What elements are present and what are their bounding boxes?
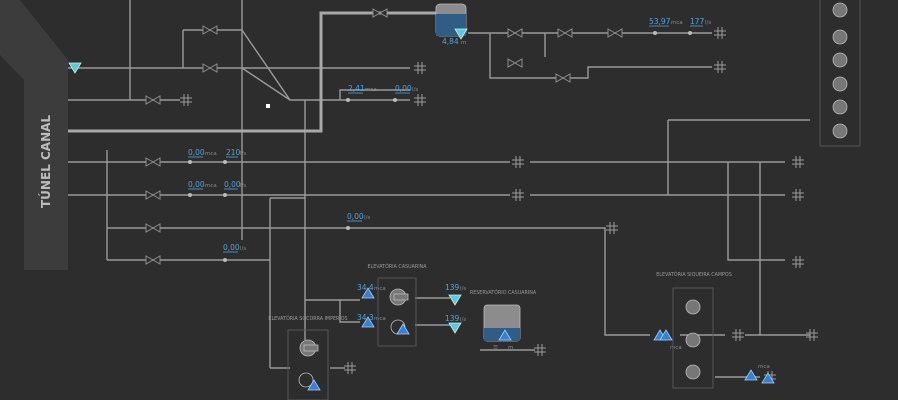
tunnel-level-icon (68, 62, 82, 74)
station-siqueira: ELEVATÓRIA SIQUEIRA CAMPOS (653, 271, 775, 389)
casuarina-pump1-icon (361, 287, 375, 299)
pump-icon (832, 52, 848, 68)
level-indicator-icon (454, 28, 468, 40)
row2-b-value: 0,00 (224, 180, 241, 189)
siqueira-out-unit: mca (758, 364, 770, 370)
press-mid-unit: mca (365, 87, 377, 93)
row3-unit: l/s (364, 215, 370, 221)
pump-icon (832, 29, 848, 45)
casuarina-out2-unit: l/s (460, 317, 466, 323)
casuarina-bot-value: 34,3 (357, 313, 374, 322)
pipe-end-hash-icon (714, 61, 726, 73)
measurement-labels: 4,84 m 53,97 mca 177 l/s 2,41 mca 0,00 l… (188, 17, 770, 370)
pipe-end-hash-icon (732, 329, 744, 341)
row2-a-unit: mca (205, 183, 217, 189)
tank-level-value: 4,84 (442, 37, 459, 46)
pipe-network (68, 0, 810, 378)
siqueira-in-unit: mca (670, 345, 682, 351)
casuarina-out1-icon (448, 294, 462, 306)
pump-icon (832, 99, 848, 115)
pipe-end-hash-icon (792, 156, 804, 168)
row1-a-unit: mca (205, 151, 217, 157)
tunnel-label: TÚNEL CANAL (38, 115, 53, 208)
flow-right-1-value: 53,97 (649, 17, 671, 26)
pipe-end-hash-icon (512, 189, 524, 201)
pump-icon (832, 2, 848, 18)
station-casuarina: ELEVATÓRIA CASUARINA (361, 263, 462, 347)
cursor-marker (266, 104, 270, 108)
station-soares-label: ELEVATÓRIA SOCORRA IMPERIOS (268, 315, 347, 322)
soares-pump-icon (307, 379, 321, 391)
pipe-end-hash-icon (792, 256, 804, 268)
top-reservoir (435, 3, 468, 40)
station-casuarina-label: ELEVATÓRIA CASUARINA (368, 263, 428, 270)
reservoir-casuarina: RESERVATÓRIO CASUARINA ☰ (470, 289, 537, 351)
casuarina-top-unit: mca (374, 286, 386, 292)
siqueira-out1-icon (744, 369, 758, 381)
pipe-end-hash-icon (534, 344, 546, 356)
casuarina-out1-unit: l/s (460, 286, 466, 292)
pipe-end-hash-icon (180, 94, 192, 106)
casuarina-out2-value: 139 (445, 314, 460, 323)
pipe-end-hash-icon (414, 62, 426, 74)
reservoir-label: RESERVATÓRIO CASUARINA (470, 289, 537, 296)
row4-value: 0,00 (223, 243, 240, 252)
flow-right-2-unit: l/s (705, 20, 711, 26)
row2-b-unit: l/s (240, 183, 246, 189)
casuarina-out2-icon (448, 322, 462, 334)
casuarina-out1-value: 139 (445, 283, 460, 292)
pipe-end-hash-icon (792, 189, 804, 201)
casuarina-pump2-icon (361, 316, 375, 328)
row2-a-value: 0,00 (188, 180, 205, 189)
valves (145, 8, 623, 265)
pump-icon (832, 76, 848, 92)
flow-right-1-unit: mca (671, 20, 683, 26)
flow-mid-value: 0,00 (395, 84, 412, 93)
row1-b-unit: l/s (240, 151, 246, 157)
station-soares: ELEVATÓRIA SOCORRA IMPERIOS (268, 315, 348, 400)
flow-right-2-value: 177 (690, 17, 705, 26)
tunnel-canal: TÚNEL CANAL (0, 0, 68, 270)
casuarina-top-value: 34,4 (357, 283, 374, 292)
pipe-end-hash-icon (714, 27, 726, 39)
row3-value: 0,00 (347, 212, 364, 221)
wifi-icon: ☰ (493, 344, 498, 351)
casuarina-pump3-icon (396, 323, 410, 335)
siqueira-out2-icon (761, 372, 775, 384)
row1-a-value: 0,00 (188, 148, 205, 157)
casuarina-bot-unit: mca (374, 316, 386, 322)
tank-level-unit: m (461, 40, 466, 46)
sensor-dots (188, 31, 692, 262)
station-siqueira-label: ELEVATÓRIA SIQUEIRA CAMPOS (656, 271, 732, 278)
row4-unit: l/s (240, 246, 246, 252)
row1-b-value: 210 (226, 148, 241, 157)
siqueira-in2-icon (659, 329, 673, 341)
press-mid-value: 2,41 (348, 84, 365, 93)
reservoir-level-icon (498, 329, 512, 341)
pump-icon (832, 123, 848, 139)
flow-mid-unit: l/s (412, 87, 418, 93)
pump-stack-right (819, 0, 861, 147)
pipe-end-hash-icon (344, 362, 356, 374)
pipe-end-hash-icon (512, 156, 524, 168)
pipe-end-hash-icon (806, 329, 818, 341)
pipe-end-hash-icon (606, 222, 618, 234)
reservoir-level-unit: m (508, 345, 513, 351)
pipe-end-hash-icon (414, 94, 426, 106)
